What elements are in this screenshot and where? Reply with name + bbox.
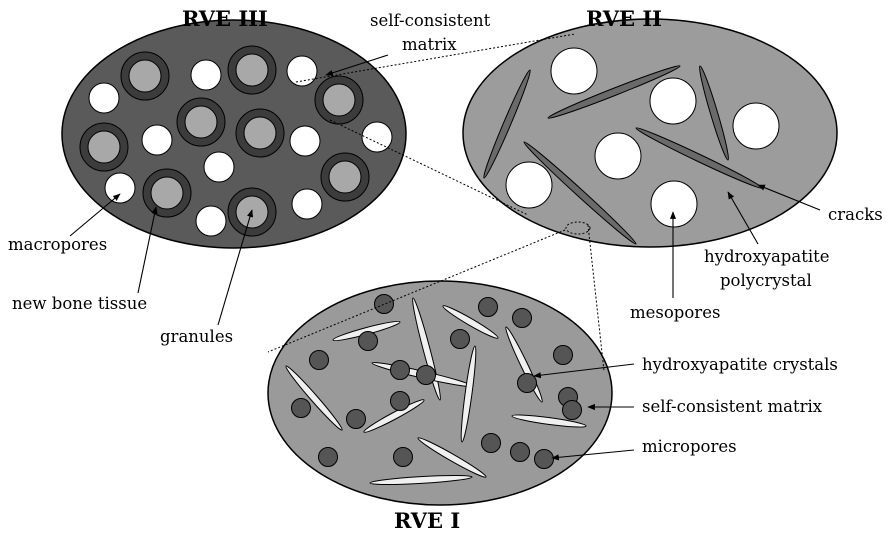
label-mesopores: mesopores (630, 303, 720, 322)
macropore (290, 126, 320, 156)
granule-core (185, 106, 217, 138)
granule-core (129, 60, 161, 92)
rve3-title: RVE III (182, 6, 268, 31)
macropore (287, 56, 317, 86)
macropore (89, 83, 119, 113)
mesopore (651, 181, 697, 227)
label-new-bone-tissue: new bone tissue (12, 294, 147, 313)
label-micropores: micropores (642, 437, 737, 456)
granule-core (323, 84, 355, 116)
label-macropores: macropores (8, 235, 107, 254)
micropore (479, 298, 498, 317)
micropore (319, 448, 338, 467)
macropore (204, 152, 234, 182)
label-cracks: cracks (828, 205, 883, 224)
granule-core (151, 177, 183, 209)
mesopore (506, 162, 552, 208)
macropore (292, 189, 322, 219)
rve3-group (62, 20, 406, 248)
mesopore (733, 103, 779, 149)
granule-core (329, 161, 361, 193)
macropore (196, 206, 226, 236)
label-granules: granules (160, 327, 233, 346)
micropore (518, 374, 537, 393)
rve2-group (463, 19, 837, 247)
micropore (391, 361, 410, 380)
label-hydroxyapatite-polycrystal-line2: polycrystal (720, 271, 812, 290)
rve2-title: RVE II (586, 6, 662, 31)
label-self-consistent-matrix: self-consistent matrix (642, 397, 823, 416)
rve1-title: RVE I (394, 508, 460, 533)
micropore (347, 410, 366, 429)
micropore (451, 330, 470, 349)
label-hydroxyapatite-polycrystal-line1: hydroxyapatite (704, 247, 830, 266)
micropore (417, 366, 436, 385)
micropore (535, 450, 554, 469)
micropore (513, 309, 532, 328)
mesopore (650, 78, 696, 124)
micropore (391, 392, 410, 411)
micropore (375, 295, 394, 314)
label-self-consistent-matrix-top-line2: matrix (402, 35, 457, 54)
label-hydroxyapatite-crystals: hydroxyapatite crystals (642, 355, 838, 374)
granule-core (88, 131, 120, 163)
macropore (105, 173, 135, 203)
rve1-group (268, 281, 612, 505)
macropore (191, 60, 221, 90)
micropore (310, 351, 329, 370)
micropore (394, 448, 413, 467)
micropore (292, 399, 311, 418)
label-self-consistent-matrix-top-line1: self-consistent (370, 11, 491, 30)
micropore (359, 332, 378, 351)
micropore (563, 401, 582, 420)
mesopore (551, 48, 597, 94)
micropore (554, 346, 573, 365)
mesopore (595, 133, 641, 179)
micropore (511, 443, 530, 462)
macropore (142, 125, 172, 155)
granule-core (244, 117, 276, 149)
granule-core (236, 196, 268, 228)
granule-core (236, 54, 268, 86)
micropore (482, 434, 501, 453)
